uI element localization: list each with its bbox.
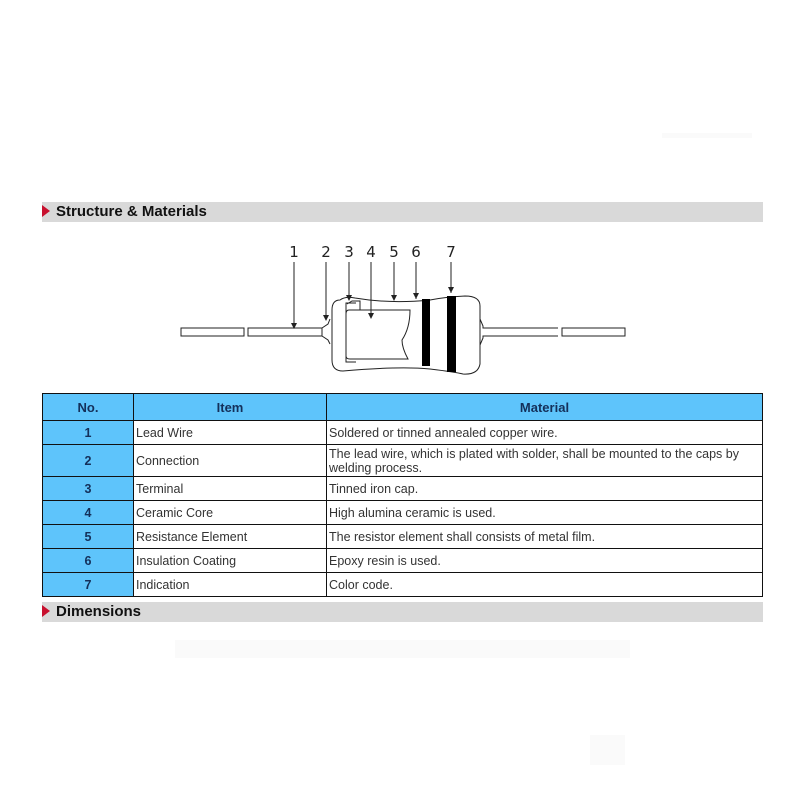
bullet-marker-icon <box>42 605 50 617</box>
color-band-2 <box>447 296 456 372</box>
callout-1: 1 <box>289 243 299 261</box>
cell-no: 1 <box>42 420 134 445</box>
cell-item: Lead Wire <box>133 420 327 445</box>
cell-item: Terminal <box>133 476 327 501</box>
cell-item: Indication <box>133 572 327 597</box>
table-row: 7 Indication Color code. <box>42 572 763 597</box>
table-row: 1 Lead Wire Soldered or tinned annealed … <box>42 420 763 445</box>
callout-6: 6 <box>411 243 421 261</box>
header-material: Material <box>326 393 763 421</box>
cell-no: 2 <box>42 444 134 477</box>
cell-item: Resistance Element <box>133 524 327 549</box>
table-row: 2 Connection The lead wire, which is pla… <box>42 444 763 477</box>
cell-material: High alumina ceramic is used. <box>326 500 763 525</box>
callout-3: 3 <box>344 243 354 261</box>
cell-no: 5 <box>42 524 134 549</box>
cell-material: The lead wire, which is plated with sold… <box>326 444 763 477</box>
cell-item: Ceramic Core <box>133 500 327 525</box>
faint-artifact <box>662 133 752 138</box>
cell-material: The resistor element shall consists of m… <box>326 524 763 549</box>
header-item: Item <box>133 393 327 421</box>
table-header-row: No. Item Material <box>42 393 763 421</box>
cell-no: 6 <box>42 548 134 573</box>
resistor-structure-diagram: 1 2 3 4 5 6 7 <box>180 243 626 375</box>
cell-item: Connection <box>133 444 327 477</box>
cell-material: Epoxy resin is used. <box>326 548 763 573</box>
callout-4: 4 <box>366 243 376 261</box>
section-header-dimensions: Dimensions <box>42 602 763 622</box>
section-title: Dimensions <box>56 603 142 620</box>
cell-material: Tinned iron cap. <box>326 476 763 501</box>
faint-artifact <box>590 735 625 765</box>
cell-material: Color code. <box>326 572 763 597</box>
materials-table: No. Item Material 1 Lead Wire Soldered o… <box>42 393 763 597</box>
cell-no: 3 <box>42 476 134 501</box>
callout-7: 7 <box>446 243 456 261</box>
callout-5: 5 <box>389 243 399 261</box>
bullet-marker-icon <box>42 205 50 217</box>
faint-artifact <box>175 640 630 658</box>
section-header-structure: Structure & Materials <box>42 202 763 222</box>
callout-2: 2 <box>321 243 331 261</box>
header-no: No. <box>42 393 134 421</box>
cell-item: Insulation Coating <box>133 548 327 573</box>
cell-material: Soldered or tinned annealed copper wire. <box>326 420 763 445</box>
table-row: 5 Resistance Element The resistor elemen… <box>42 524 763 549</box>
table-row: 6 Insulation Coating Epoxy resin is used… <box>42 548 763 573</box>
color-band-1 <box>422 299 430 366</box>
section-title: Structure & Materials <box>56 203 207 220</box>
table-row: 3 Terminal Tinned iron cap. <box>42 476 763 501</box>
cell-no: 7 <box>42 572 134 597</box>
table-row: 4 Ceramic Core High alumina ceramic is u… <box>42 500 763 525</box>
cell-no: 4 <box>42 500 134 525</box>
